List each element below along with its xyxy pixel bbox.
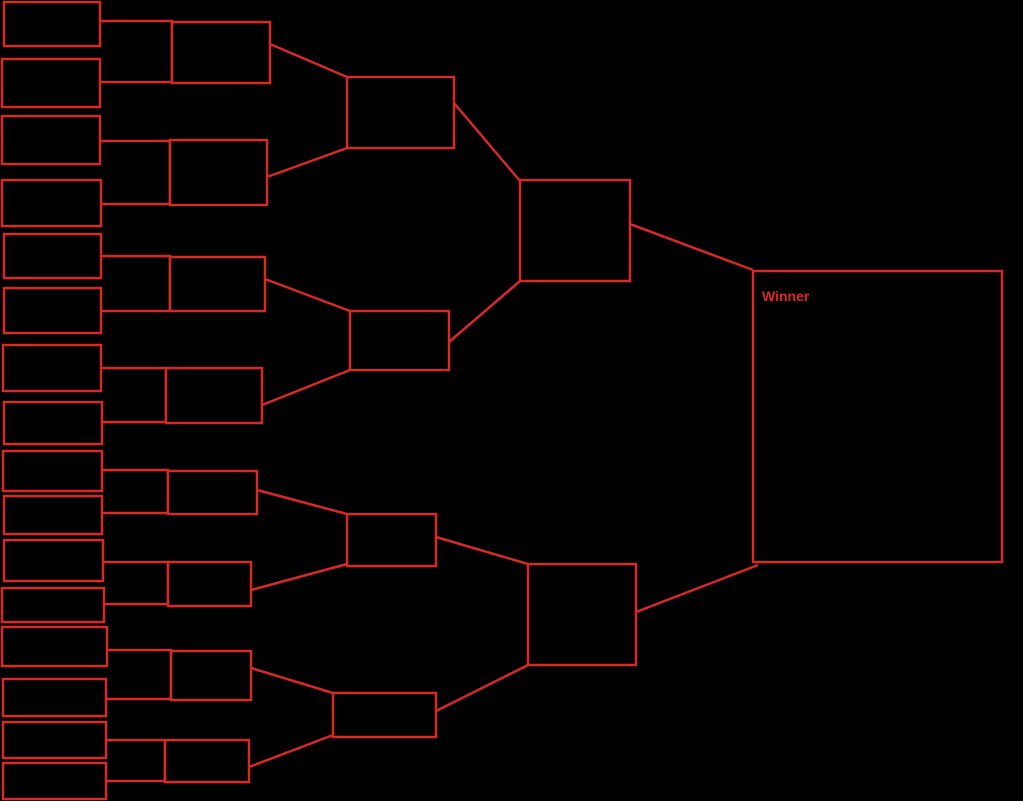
connector-r3-1a	[453, 102, 521, 182]
connector-r1-pair-7	[106, 648, 173, 701]
connector-r4-b	[635, 563, 759, 614]
connector-r1-pair-6	[103, 560, 170, 606]
connectors-round3-to-round4	[435, 102, 529, 713]
round4-slot-2[interactable]	[526, 562, 638, 667]
round1-slot-2[interactable]	[0, 57, 102, 109]
round1-slot-6[interactable]	[2, 286, 103, 335]
round1-slot-10[interactable]	[2, 494, 104, 536]
connector-r3-1b	[448, 280, 521, 343]
round2-slot-2[interactable]	[168, 138, 269, 207]
connector-r2-4a	[250, 666, 334, 695]
round1-slot-14[interactable]	[1, 677, 108, 718]
connector-r1-pair-2	[100, 139, 172, 206]
round4-slot-1[interactable]	[518, 178, 632, 283]
connector-r1-pair-8	[106, 738, 167, 783]
connector-r2-2a	[264, 277, 351, 313]
round3-slot-4[interactable]	[331, 691, 438, 739]
connector-r2-4b	[248, 733, 334, 769]
connector-r1-pair-5	[102, 468, 170, 515]
connector-r3-2a	[435, 535, 529, 566]
connector-r1-pair-4	[101, 366, 168, 424]
round1-slot-15[interactable]	[1, 720, 108, 760]
round1-slot-16[interactable]	[1, 761, 108, 801]
round3-slot-3[interactable]	[345, 512, 438, 568]
winner: Winner	[751, 269, 1004, 564]
round1-slot-12[interactable]	[0, 586, 106, 624]
round2-slot-5[interactable]	[166, 469, 259, 516]
round2-slot-8[interactable]	[163, 738, 251, 784]
connectors-round1-to-round2	[100, 19, 174, 783]
round-2	[163, 20, 272, 784]
connector-r3-2b	[435, 663, 529, 713]
round2-slot-4[interactable]	[164, 366, 264, 425]
winner-label: Winner	[762, 288, 810, 304]
round3-slot-2[interactable]	[348, 309, 451, 372]
round3-slot-1[interactable]	[345, 75, 456, 150]
round-1	[0, 0, 109, 801]
connectors-round4-to-winner	[629, 222, 759, 614]
connector-r2-2b	[261, 368, 351, 407]
round1-slot-5[interactable]	[2, 232, 103, 280]
round2-slot-6[interactable]	[166, 560, 253, 608]
connector-r4-a	[629, 222, 754, 272]
connectors-round2-to-round3	[248, 42, 351, 769]
round-4	[518, 178, 638, 667]
round-3	[331, 75, 456, 739]
round1-slot-13[interactable]	[0, 625, 109, 668]
connector-r2-3b	[250, 562, 348, 592]
winner-box[interactable]	[751, 269, 1004, 564]
round1-slot-7[interactable]	[1, 343, 103, 393]
connector-r1-pair-3	[101, 254, 172, 313]
round2-slot-7[interactable]	[169, 649, 253, 702]
connector-r1-pair-1	[100, 19, 174, 84]
round2-slot-3[interactable]	[168, 255, 267, 313]
round1-slot-8[interactable]	[2, 400, 104, 446]
round1-slot-11[interactable]	[2, 538, 105, 583]
connector-r2-3a	[256, 488, 348, 516]
round2-slot-1[interactable]	[170, 20, 272, 85]
connector-r2-1a	[269, 42, 348, 79]
connector-r2-1b	[266, 146, 348, 179]
round1-slot-1[interactable]	[2, 0, 102, 48]
round1-slot-9[interactable]	[1, 449, 104, 493]
round1-slot-3[interactable]	[0, 114, 102, 166]
round1-slot-4[interactable]	[0, 178, 103, 228]
